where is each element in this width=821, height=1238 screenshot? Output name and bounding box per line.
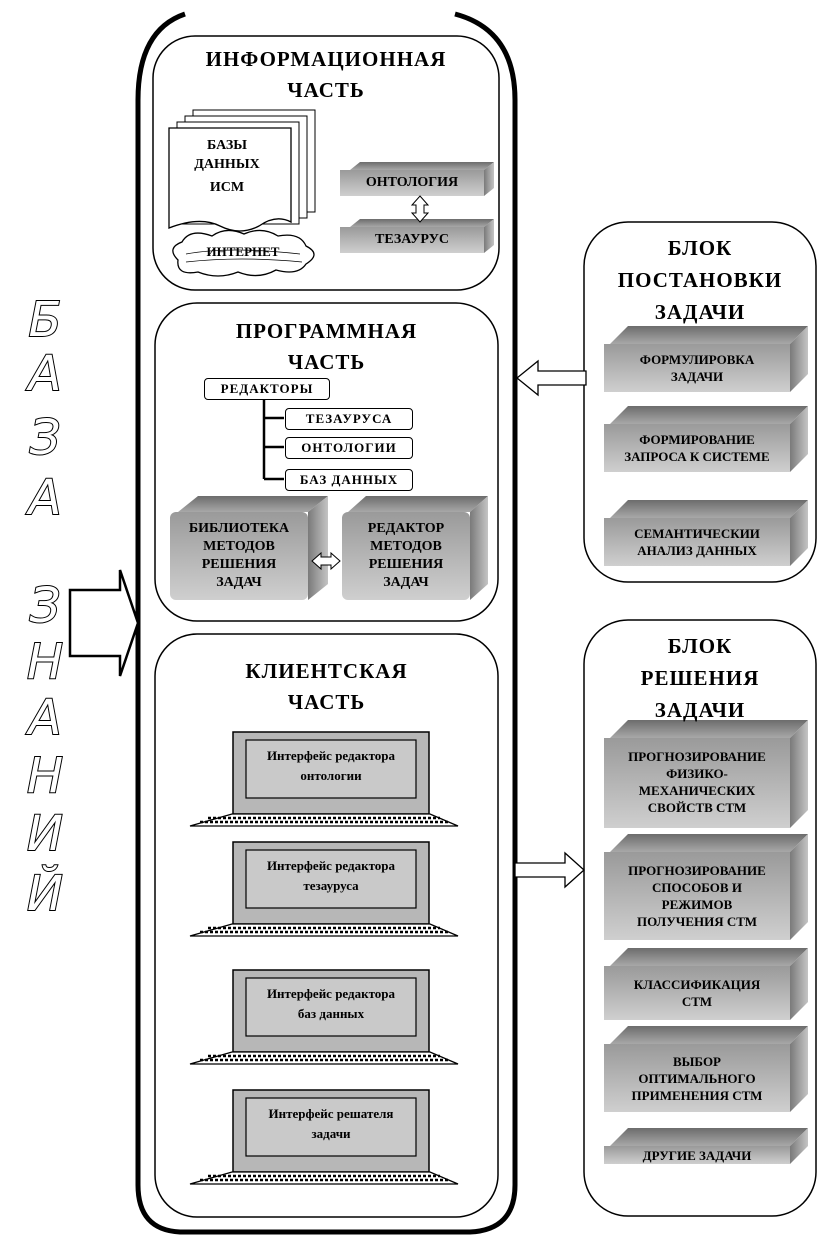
kb-letter: Н bbox=[26, 633, 64, 691]
setting-to-program-arrow bbox=[515, 359, 587, 397]
library-block bbox=[170, 512, 308, 600]
client-to-solving-arrow bbox=[514, 851, 585, 889]
task-setting-frame bbox=[583, 221, 817, 583]
thesaurus-label: ТЕЗАУРУС bbox=[375, 232, 449, 247]
thesaurus-slab bbox=[340, 227, 484, 253]
laptop-3-label: Интерфейс редактора баз данных bbox=[266, 986, 396, 1021]
task-setting-title: БЛОК ПОСТАНОВКИ ЗАДАЧИ bbox=[617, 236, 783, 324]
laptop-3 bbox=[189, 969, 459, 1065]
client-part-title: КЛИЕНТСКАЯ ЧАСТЬ bbox=[245, 659, 408, 714]
setting-item-2-block bbox=[604, 424, 790, 472]
info-part-title: ИНФОРМАЦИОННАЯ ЧАСТЬ bbox=[205, 47, 447, 102]
solving-item-4-label: ВЫБОР ОПТИМАЛЬНОГО ПРИМЕНЕНИЯ СТМ bbox=[631, 1054, 763, 1103]
solving-item-3-block bbox=[604, 966, 790, 1020]
task-solving-title: БЛОК РЕШЕНИЯ ЗАДАЧИ bbox=[640, 634, 760, 722]
solving-item-4-block bbox=[604, 1044, 790, 1112]
info-part-frame bbox=[152, 35, 500, 291]
kb-letter: Н bbox=[26, 747, 64, 805]
editor-ontology: ОНТОЛОГИИ bbox=[285, 437, 413, 459]
setting-item-2-label: ФОРМИРОВАНИЕ ЗАПРОСА К СИСТЕМЕ bbox=[624, 432, 770, 464]
kb-letter: З bbox=[29, 577, 62, 635]
client-part-frame bbox=[154, 633, 499, 1218]
program-part-frame bbox=[154, 302, 499, 622]
kb-letter: А bbox=[28, 689, 63, 747]
solving-item-1-block bbox=[604, 738, 790, 828]
task-solving-frame bbox=[583, 619, 817, 1217]
solving-item-2-label: ПРОГНОЗИРОВАНИЕ СПОСОБОВ И РЕЖИМОВ ПОЛУЧ… bbox=[628, 863, 766, 929]
kb-letter: Й bbox=[26, 865, 64, 923]
solving-item-1-label: ПРОГНОЗИРОВАНИЕ ФИЗИКО- МЕХАНИЧЕСКИХ СВО… bbox=[628, 749, 766, 815]
kb-letter: Б bbox=[28, 291, 63, 349]
cloud-icon bbox=[172, 229, 315, 277]
databases-label: БАЗЫ ДАННЫХ ИСМ bbox=[194, 138, 260, 195]
editors-root: РЕДАКТОРЫ bbox=[204, 378, 330, 400]
solving-item-5-block bbox=[604, 1146, 790, 1164]
ontology-label: ОНТОЛОГИЯ bbox=[365, 175, 459, 190]
input-arrow bbox=[68, 569, 140, 677]
setting-item-1-block bbox=[604, 344, 790, 392]
ontology-thesaurus-arrow bbox=[410, 195, 430, 223]
laptop-4-label: Интерфейс решателя задачи bbox=[268, 1106, 394, 1141]
ontology-slab bbox=[340, 170, 484, 196]
setting-item-1-label: ФОРМУЛИРОВКА ЗАДАЧИ bbox=[639, 352, 755, 384]
internet-label: ИНТЕРНЕТ bbox=[206, 244, 280, 259]
program-part-title: ПРОГРАММНАЯ ЧАСТЬ bbox=[235, 319, 418, 374]
solving-item-5-label: ДРУГИЕ ЗАДАЧИ bbox=[642, 1148, 752, 1163]
method-editor-block bbox=[342, 512, 470, 600]
laptop-4 bbox=[189, 1089, 459, 1185]
laptop-1-label: Интерфейс редактора онтологии bbox=[266, 748, 396, 783]
laptop-2-label: Интерфейс редактора тезауруса bbox=[266, 858, 396, 893]
setting-item-3-block bbox=[604, 518, 790, 566]
databases-icon bbox=[168, 127, 292, 232]
kb-letter: З bbox=[29, 409, 62, 467]
solving-item-2-block bbox=[604, 852, 790, 940]
solving-item-3-label: КЛАССИФИКАЦИЯ СТМ bbox=[633, 977, 761, 1009]
laptop-1 bbox=[189, 731, 459, 827]
kb-letter: А bbox=[28, 469, 63, 527]
laptop-2 bbox=[189, 841, 459, 937]
editor-thesaurus: ТЕЗАУРУСА bbox=[285, 408, 413, 430]
method-editor-label: РЕДАКТОР МЕТОДОВ РЕШЕНИЯ ЗАДАЧ bbox=[367, 521, 445, 590]
knowledge-base-frame bbox=[135, 11, 518, 1235]
editor-databases: БАЗ ДАННЫХ bbox=[285, 469, 413, 491]
kb-letter: А bbox=[28, 345, 63, 403]
library-editor-arrow bbox=[311, 551, 341, 571]
kb-letter: И bbox=[26, 805, 64, 863]
library-label: БИБЛИОТЕКА МЕТОДОВ РЕШЕНИЯ ЗАДАЧ bbox=[188, 521, 290, 590]
setting-item-3-label: СЕМАНТИЧЕСКИИ АНАЛИЗ ДАННЫХ bbox=[634, 526, 760, 558]
